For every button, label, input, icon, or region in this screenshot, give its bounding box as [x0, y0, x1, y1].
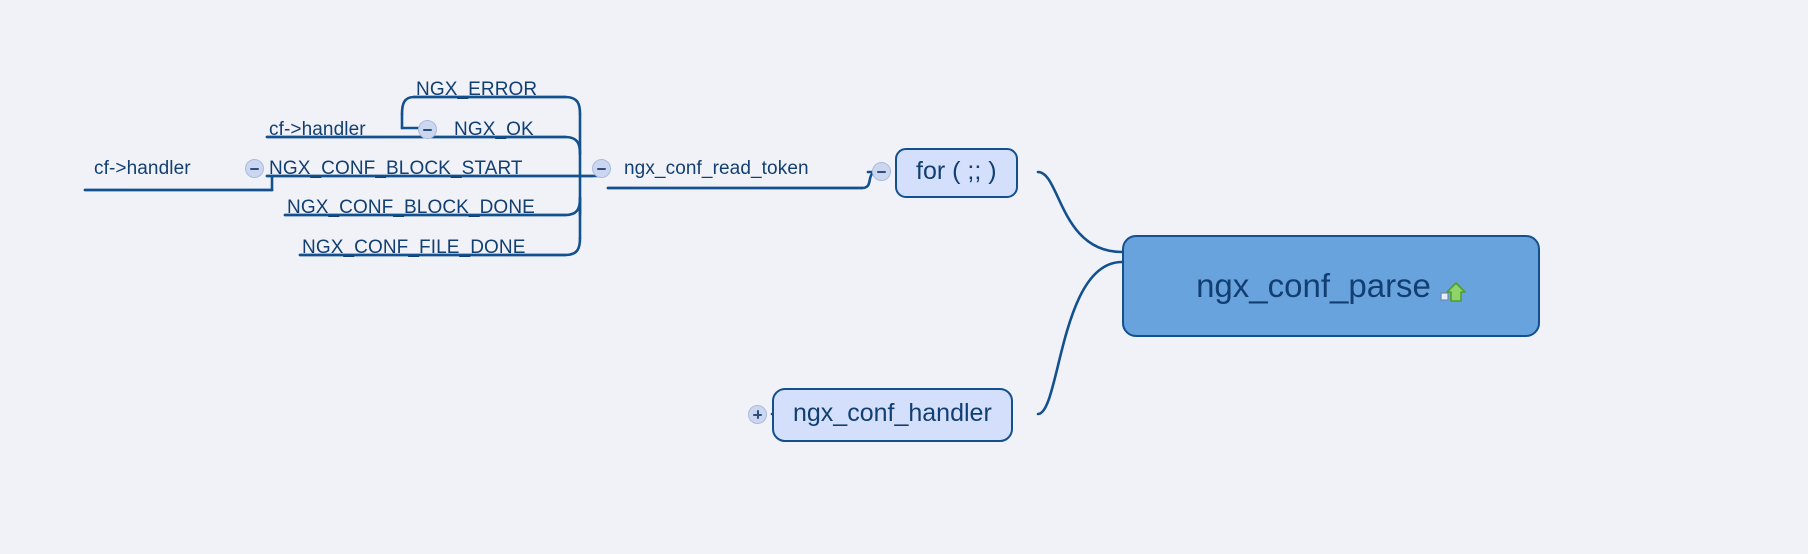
topic-ngx-conf-block-start[interactable]: NGX_CONF_BLOCK_START [267, 159, 525, 183]
topic-label: cf->handler [269, 119, 366, 140]
topic-ngx-ok[interactable]: NGX_OK [452, 120, 536, 144]
node-ngx-conf-handler[interactable]: ngx_conf_handler [772, 388, 1013, 442]
topic-ngx-error[interactable]: NGX_ERROR [414, 80, 539, 104]
root-label: ngx_conf_parse [1196, 267, 1431, 304]
topic-label: NGX_ERROR [416, 79, 538, 100]
toggle-cf-handler-inner-wrap [418, 120, 437, 139]
node-for-loop[interactable]: for ( ;; ) [895, 148, 1018, 198]
topic-ngx-conf-block-done[interactable]: NGX_CONF_BLOCK_DONE [285, 198, 537, 222]
topic-cf-handler-outer[interactable]: cf->handler [92, 159, 193, 183]
topic-ngx-conf-read-token[interactable]: ngx_conf_read_token [622, 159, 811, 183]
topic-cf-handler-inner[interactable]: cf->handler [267, 120, 368, 144]
topic-ngx-conf-file-done[interactable]: NGX_CONF_FILE_DONE [300, 238, 528, 262]
green-up-arrow-icon [1440, 276, 1466, 302]
collapse-toggle-icon[interactable] [872, 162, 891, 181]
expand-toggle-icon[interactable] [748, 405, 767, 424]
collapse-toggle-icon[interactable] [245, 159, 264, 178]
topic-label: ngx_conf_read_token [624, 158, 809, 179]
node-label: for ( ;; ) [916, 157, 997, 185]
topic-label: NGX_CONF_BLOCK_DONE [287, 197, 535, 218]
collapse-toggle-icon[interactable] [418, 120, 437, 139]
node-root-ngx-conf-parse[interactable]: ngx_conf_parse [1122, 235, 1540, 337]
toggle-for-loop-wrap [872, 162, 891, 181]
toggle-token-results-wrap [592, 159, 611, 178]
topic-label: cf->handler [94, 158, 191, 179]
topic-label: NGX_CONF_FILE_DONE [302, 237, 526, 258]
toggle-conf-handler-wrap [748, 405, 767, 424]
node-label: ngx_conf_handler [793, 399, 992, 427]
topic-label: NGX_OK [454, 119, 534, 140]
topic-label: NGX_CONF_BLOCK_START [269, 158, 523, 179]
toggle-cf-handler-outer-wrap [245, 159, 264, 178]
collapse-toggle-icon[interactable] [592, 159, 611, 178]
